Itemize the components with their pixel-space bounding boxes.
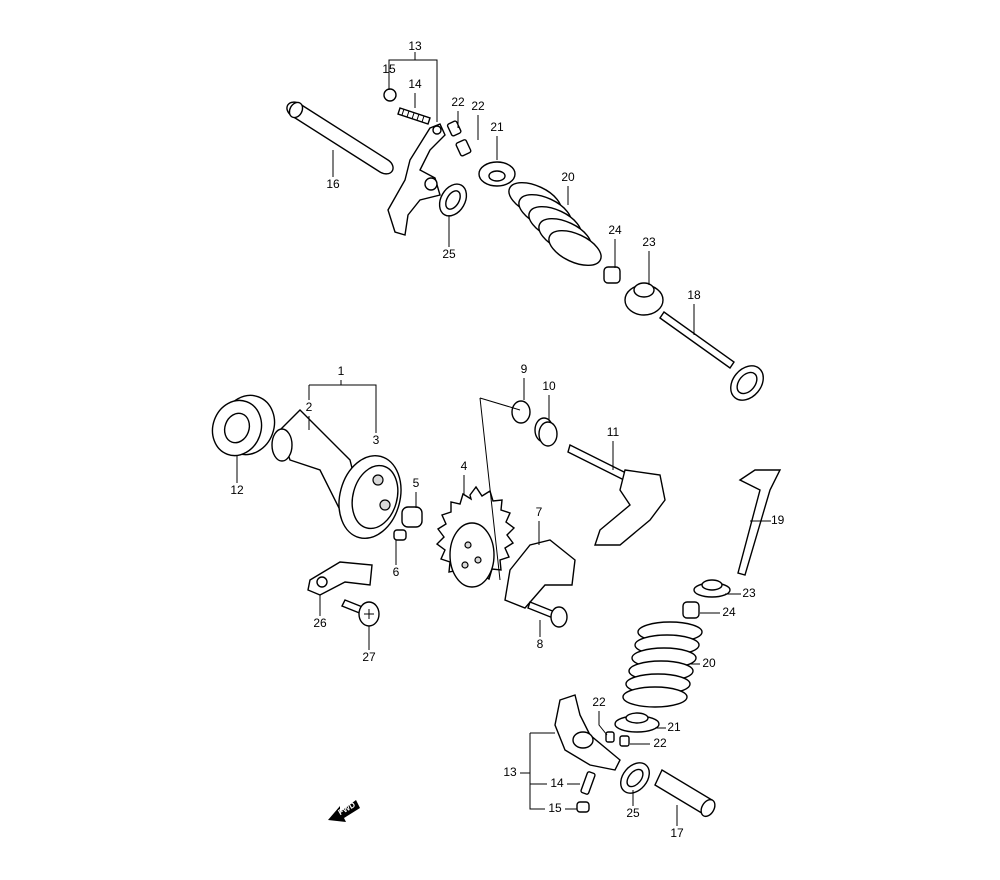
callout-26: 26 <box>313 616 327 630</box>
callout-13: 13 <box>503 765 517 779</box>
valve-spring-20b <box>622 621 703 708</box>
callout-24: 24 <box>608 223 622 237</box>
pin-5 <box>401 506 423 528</box>
retainer-21b <box>614 712 660 733</box>
callout-12: 12 <box>230 483 244 497</box>
callout-25: 25 <box>626 806 640 820</box>
plate-26 <box>307 561 373 596</box>
seal-24 <box>603 266 621 284</box>
callout-11: 11 <box>607 425 620 439</box>
rocker-arm-13b <box>554 694 621 771</box>
nut-15b <box>576 801 590 813</box>
callout-16: 16 <box>326 177 340 191</box>
callout-27: 27 <box>362 650 376 664</box>
callout-3: 3 <box>373 433 380 447</box>
callout-14: 14 <box>408 77 422 91</box>
callout-2: 2 <box>306 400 313 414</box>
decomp-bracket-7 <box>504 539 576 609</box>
callout-18: 18 <box>687 288 701 302</box>
callout-22: 22 <box>592 695 606 709</box>
rocker-arm-13 <box>387 123 446 236</box>
callout-9: 9 <box>521 362 528 376</box>
callout-24: 24 <box>722 605 736 619</box>
callout-17: 17 <box>670 826 684 840</box>
leader-lines <box>236 52 771 826</box>
callout-22: 22 <box>653 736 667 750</box>
callout-10: 10 <box>542 379 556 393</box>
callout-21: 21 <box>667 720 681 734</box>
callout-15: 15 <box>382 62 396 76</box>
spring-seat-23b <box>693 579 731 598</box>
decomp-shaft-11 <box>567 443 666 546</box>
spring-10 <box>534 417 558 447</box>
fwd-arrow-icon <box>328 800 360 822</box>
callout-7: 7 <box>536 505 543 519</box>
nut-15 <box>383 88 397 102</box>
valve-18 <box>659 311 764 401</box>
callout-1: 1 <box>338 364 345 378</box>
cotter-22b <box>605 731 630 747</box>
callout-5: 5 <box>413 476 420 490</box>
valve-19 <box>737 469 782 576</box>
callout-14: 14 <box>550 776 564 790</box>
rocker-shaft-17 <box>654 769 716 818</box>
callout-23: 23 <box>742 586 756 600</box>
bolt-8 <box>527 601 568 628</box>
sprocket-4 <box>435 485 516 588</box>
callout-21: 21 <box>490 120 504 134</box>
washer-25 <box>438 183 468 217</box>
cotter-22 <box>446 120 472 157</box>
callout-23: 23 <box>642 235 656 249</box>
callout-22: 22 <box>451 95 465 109</box>
bearing-12 <box>211 394 276 457</box>
valve-spring-20 <box>508 181 602 267</box>
callout-22: 22 <box>471 99 485 113</box>
callout-labels: 13 15 14 22 22 21 16 20 25 24 23 18 1 2 … <box>230 39 784 840</box>
spring-seat-23 <box>624 282 664 316</box>
callout-4: 4 <box>461 459 468 473</box>
callout-20: 20 <box>561 170 575 184</box>
plate-9 <box>511 400 531 424</box>
washer-25b <box>620 762 650 794</box>
callout-15: 15 <box>548 801 562 815</box>
callout-19: 19 <box>771 513 785 527</box>
rocker-shaft-16 <box>286 101 394 175</box>
adjust-screw-14b <box>580 771 596 795</box>
callout-20: 20 <box>702 656 716 670</box>
retainer-21 <box>478 161 516 187</box>
screw-27 <box>341 599 380 627</box>
callout-25: 25 <box>442 247 456 261</box>
adjust-screw-14 <box>397 107 431 125</box>
pin-6 <box>393 529 407 541</box>
callout-6: 6 <box>393 565 400 579</box>
callout-8: 8 <box>537 637 544 651</box>
callout-13: 13 <box>408 39 422 53</box>
seal-24b <box>682 601 700 619</box>
cam-sprocket-hub-3 <box>338 454 402 540</box>
